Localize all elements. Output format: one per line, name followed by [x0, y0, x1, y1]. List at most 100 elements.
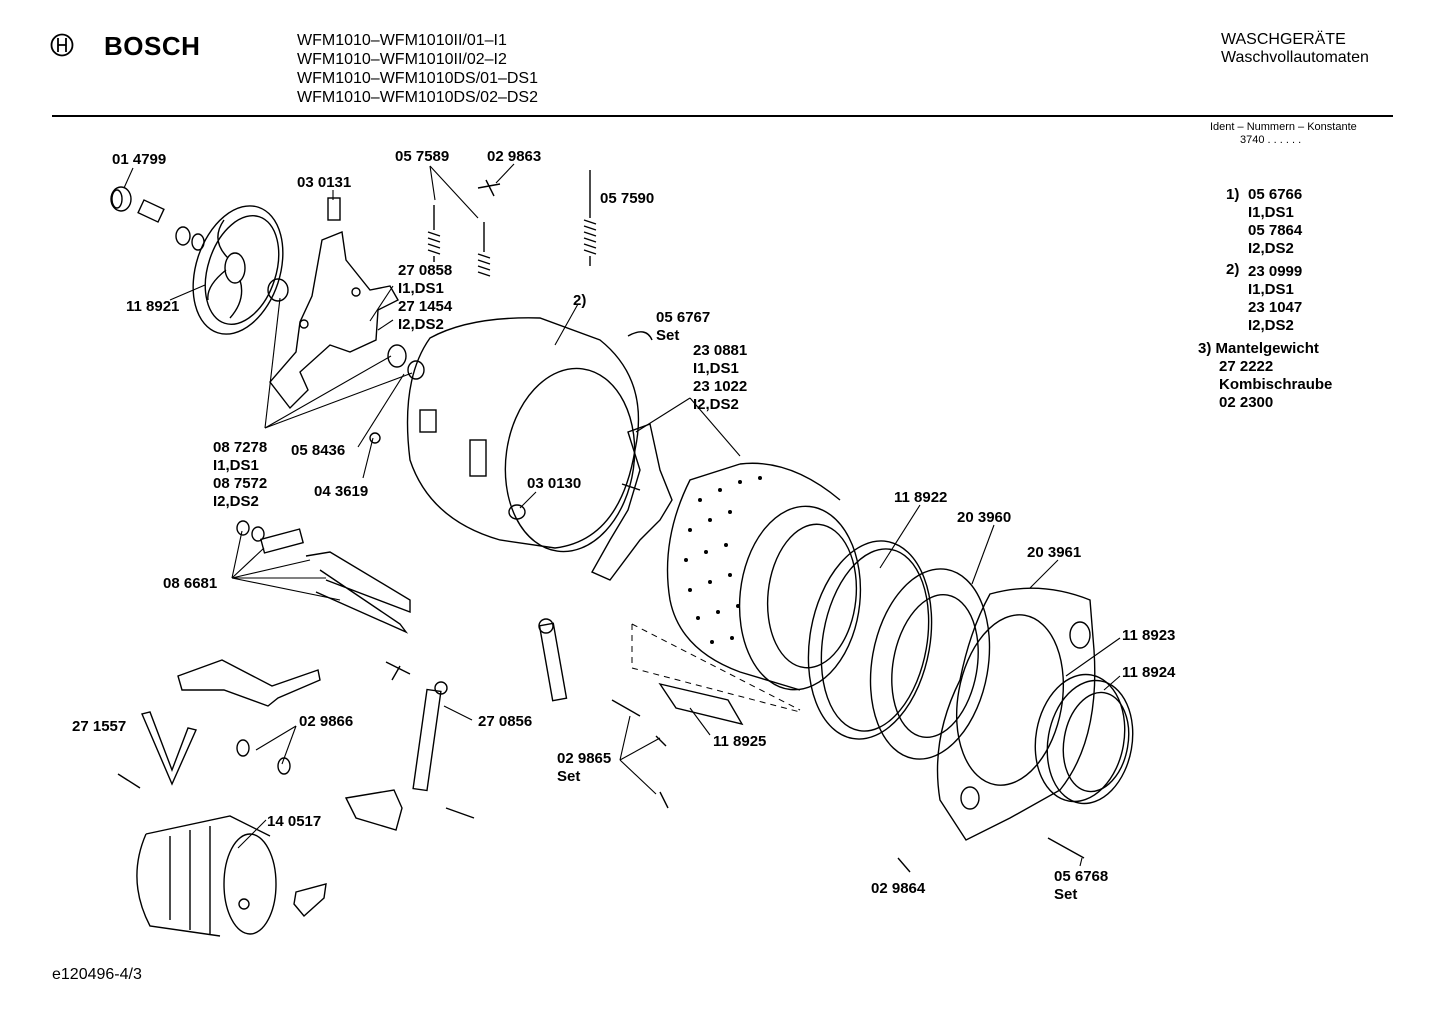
note-line: 05 6766 — [1248, 186, 1303, 203]
dispenser-outline — [631, 623, 801, 726]
label-270856: 27 0856 — [478, 713, 533, 730]
label-line: 23 1022 — [693, 378, 748, 395]
front-housing-part — [936, 587, 1096, 841]
label-line: I1,DS1 — [693, 360, 739, 377]
label-line: I1,DS1 — [213, 457, 259, 474]
category-title: WASCHGERÄTE — [1221, 31, 1346, 48]
label-118925: 11 8925 — [713, 733, 767, 750]
label-line: 05 6767 — [656, 309, 711, 326]
bushing-parts — [110, 186, 289, 302]
note-1: 05 6766 I1,DS1 05 7864 I2,DS2 — [1248, 186, 1302, 258]
drum-perforations — [684, 476, 762, 644]
category-block: WASCHGERÄTE Waschvollautomaten — [1221, 31, 1369, 67]
label-line: 23 0881 — [693, 342, 748, 359]
label-line: I2,DS2 — [693, 396, 739, 413]
note-line: I2,DS2 — [1248, 240, 1294, 257]
label-271557: 27 1557 — [72, 718, 127, 735]
note-2-marker: 2) — [1226, 261, 1240, 278]
note-2: 23 0999 I1,DS1 23 1047 I2,DS2 — [1248, 263, 1302, 335]
model-line: WFM1010–WFM1010II/02–I2 — [297, 51, 507, 68]
label-line: 27 0858 — [398, 262, 453, 279]
label-029863: 02 9863 — [487, 148, 542, 165]
label-140517: 14 0517 — [267, 813, 322, 830]
ident-value: 3740 . . . . . . — [1240, 134, 1302, 146]
ident-block: Ident – Nummern – Konstante 3740 . . . .… — [1210, 121, 1357, 147]
label-030130: 03 0130 — [527, 475, 582, 492]
note-line: Kombischraube — [1219, 376, 1333, 393]
label-086681: 08 6681 — [163, 575, 218, 592]
label-029864: 02 9864 — [871, 880, 926, 897]
label-line: 08 7278 — [213, 439, 268, 456]
note-line: 02 2300 — [1219, 394, 1274, 411]
drum-spider-part — [591, 423, 673, 581]
drive-belt-part — [141, 711, 197, 786]
label-line: I2,DS2 — [398, 316, 444, 333]
label-line: 08 7572 — [213, 475, 268, 492]
note-line: 27 2222 — [1219, 358, 1274, 375]
front-tub-part — [869, 568, 991, 760]
label-057589: 05 7589 — [395, 148, 450, 165]
label-029865: 02 9865 Set — [557, 750, 611, 786]
model-line: WFM1010–WFM1010DS/02–DS2 — [297, 89, 538, 106]
label-014799: 01 4799 — [112, 151, 167, 168]
label-043619: 04 3619 — [314, 483, 369, 500]
inner-drum-part — [666, 462, 862, 691]
label-056767: 05 6767 Set — [656, 309, 710, 345]
label-line: 05 6768 — [1054, 868, 1109, 885]
category-subtitle: Waschvollautomaten — [1221, 49, 1369, 66]
brand-name: BOSCH — [104, 31, 201, 61]
model-line: WFM1010–WFM1010II/01–I1 — [297, 32, 507, 49]
model-list: WFM1010–WFM1010II/01–I1 WFM1010–WFM1010I… — [297, 31, 538, 107]
label-203961: 20 3961 — [1027, 544, 1082, 561]
note-line: 23 0999 — [1248, 263, 1303, 280]
tub-ring-part — [807, 540, 933, 740]
label-line: 02 9865 — [557, 750, 612, 767]
label-230881: 23 0881 I1,DS1 23 1022 I2,DS2 — [693, 342, 747, 414]
label-line: Set — [557, 768, 581, 785]
fastener-parts — [117, 331, 1085, 873]
note-3: 3) Mantelgewicht 27 2222 Kombischraube 0… — [1198, 340, 1332, 412]
label-line: I1,DS1 — [398, 280, 444, 297]
label-line: 27 1454 — [398, 298, 453, 315]
label-203960: 20 3960 — [957, 509, 1012, 526]
label-056768: 05 6768 Set — [1054, 868, 1108, 904]
note-line: 23 1047 — [1248, 299, 1303, 316]
shock-absorber-parts — [412, 618, 568, 792]
ident-label: Ident – Nummern – Konstante — [1210, 121, 1357, 133]
mounting-plate-part — [177, 659, 321, 707]
label-087278: 08 7278 I1,DS1 08 7572 I2,DS2 — [213, 439, 267, 511]
note-line: 05 7864 — [1248, 222, 1303, 239]
document-code: e120496-4/3 — [52, 966, 142, 983]
note-line: 3) Mantelgewicht — [1198, 340, 1319, 357]
label-line: Set — [1054, 886, 1078, 903]
tub-cross-part — [269, 197, 399, 410]
label-118923: 11 8923 — [1122, 627, 1176, 644]
label-line: Set — [656, 327, 680, 344]
heater-part — [236, 520, 411, 634]
motor-part — [136, 815, 277, 937]
note-1-marker: 1) — [1226, 186, 1240, 203]
door-seal-part — [1034, 673, 1134, 805]
note-line: I1,DS1 — [1248, 204, 1294, 221]
label-118921: 11 8921 — [126, 298, 180, 315]
model-line: WFM1010–WFM1010DS/01–DS1 — [297, 70, 538, 87]
label-118924: 11 8924 — [1122, 664, 1176, 681]
outer-tub-part — [369, 317, 640, 553]
note-line: I1,DS1 — [1248, 281, 1294, 298]
label-058436: 05 8436 — [291, 442, 346, 459]
motor-bracket-part — [293, 789, 403, 918]
label-029866: 02 9866 — [299, 713, 354, 730]
bosch-logo-icon — [50, 33, 74, 57]
label-line: I2,DS2 — [213, 493, 259, 510]
header-rule — [52, 115, 1393, 117]
note-line: I2,DS2 — [1248, 317, 1294, 334]
label-030131: 03 0131 — [297, 174, 352, 191]
label-057590: 05 7590 — [600, 190, 655, 207]
label-270858: 27 0858 I1,DS1 27 1454 I2,DS2 — [398, 262, 452, 334]
label-note-2: 2) — [573, 292, 587, 309]
pulley-part — [192, 205, 284, 335]
spring-parts — [427, 170, 597, 277]
leader-lines — [123, 163, 1121, 867]
label-118922: 11 8922 — [894, 489, 948, 506]
